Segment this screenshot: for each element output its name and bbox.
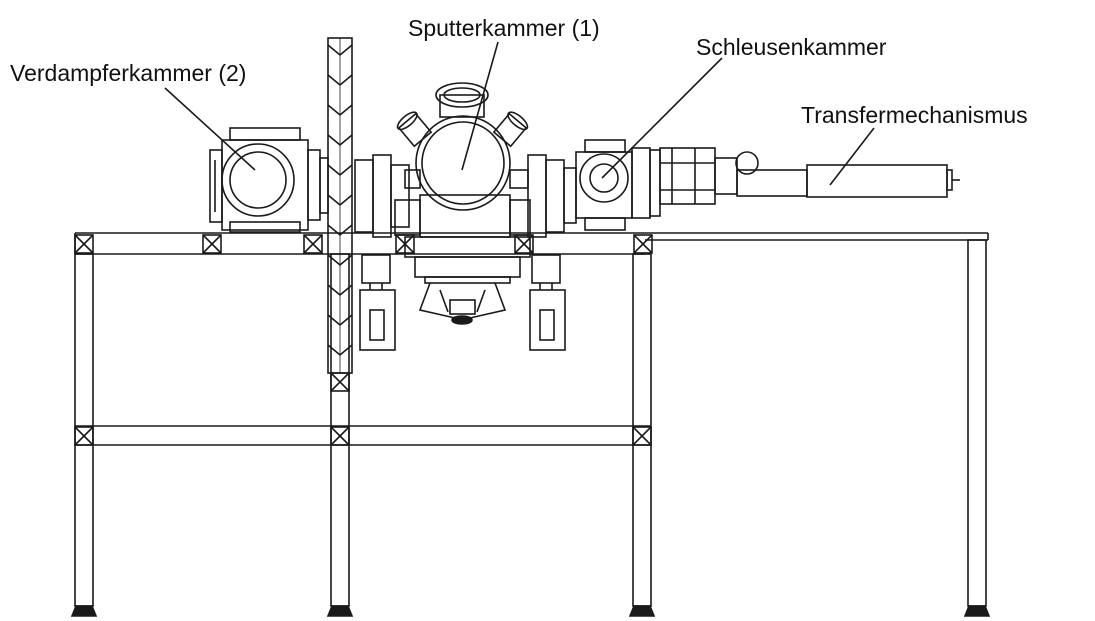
table-frame <box>71 232 990 617</box>
label-transfer-mechanism: Transfermechanismus <box>801 102 1028 128</box>
sputter-chamber <box>354 82 577 325</box>
pump-right <box>529 254 566 351</box>
evaporation-chamber <box>209 127 329 233</box>
label-evaporation-chamber: Verdampferkammer (2) <box>10 60 247 86</box>
transfer-mechanism <box>659 147 960 205</box>
label-load-lock-chamber: Schleusenkammer <box>696 34 887 60</box>
leader-lines <box>164 41 875 186</box>
load-lock-chamber <box>575 139 661 231</box>
pump-left <box>359 254 396 351</box>
label-sputter-chamber: Sputterkammer (1) <box>408 15 600 41</box>
